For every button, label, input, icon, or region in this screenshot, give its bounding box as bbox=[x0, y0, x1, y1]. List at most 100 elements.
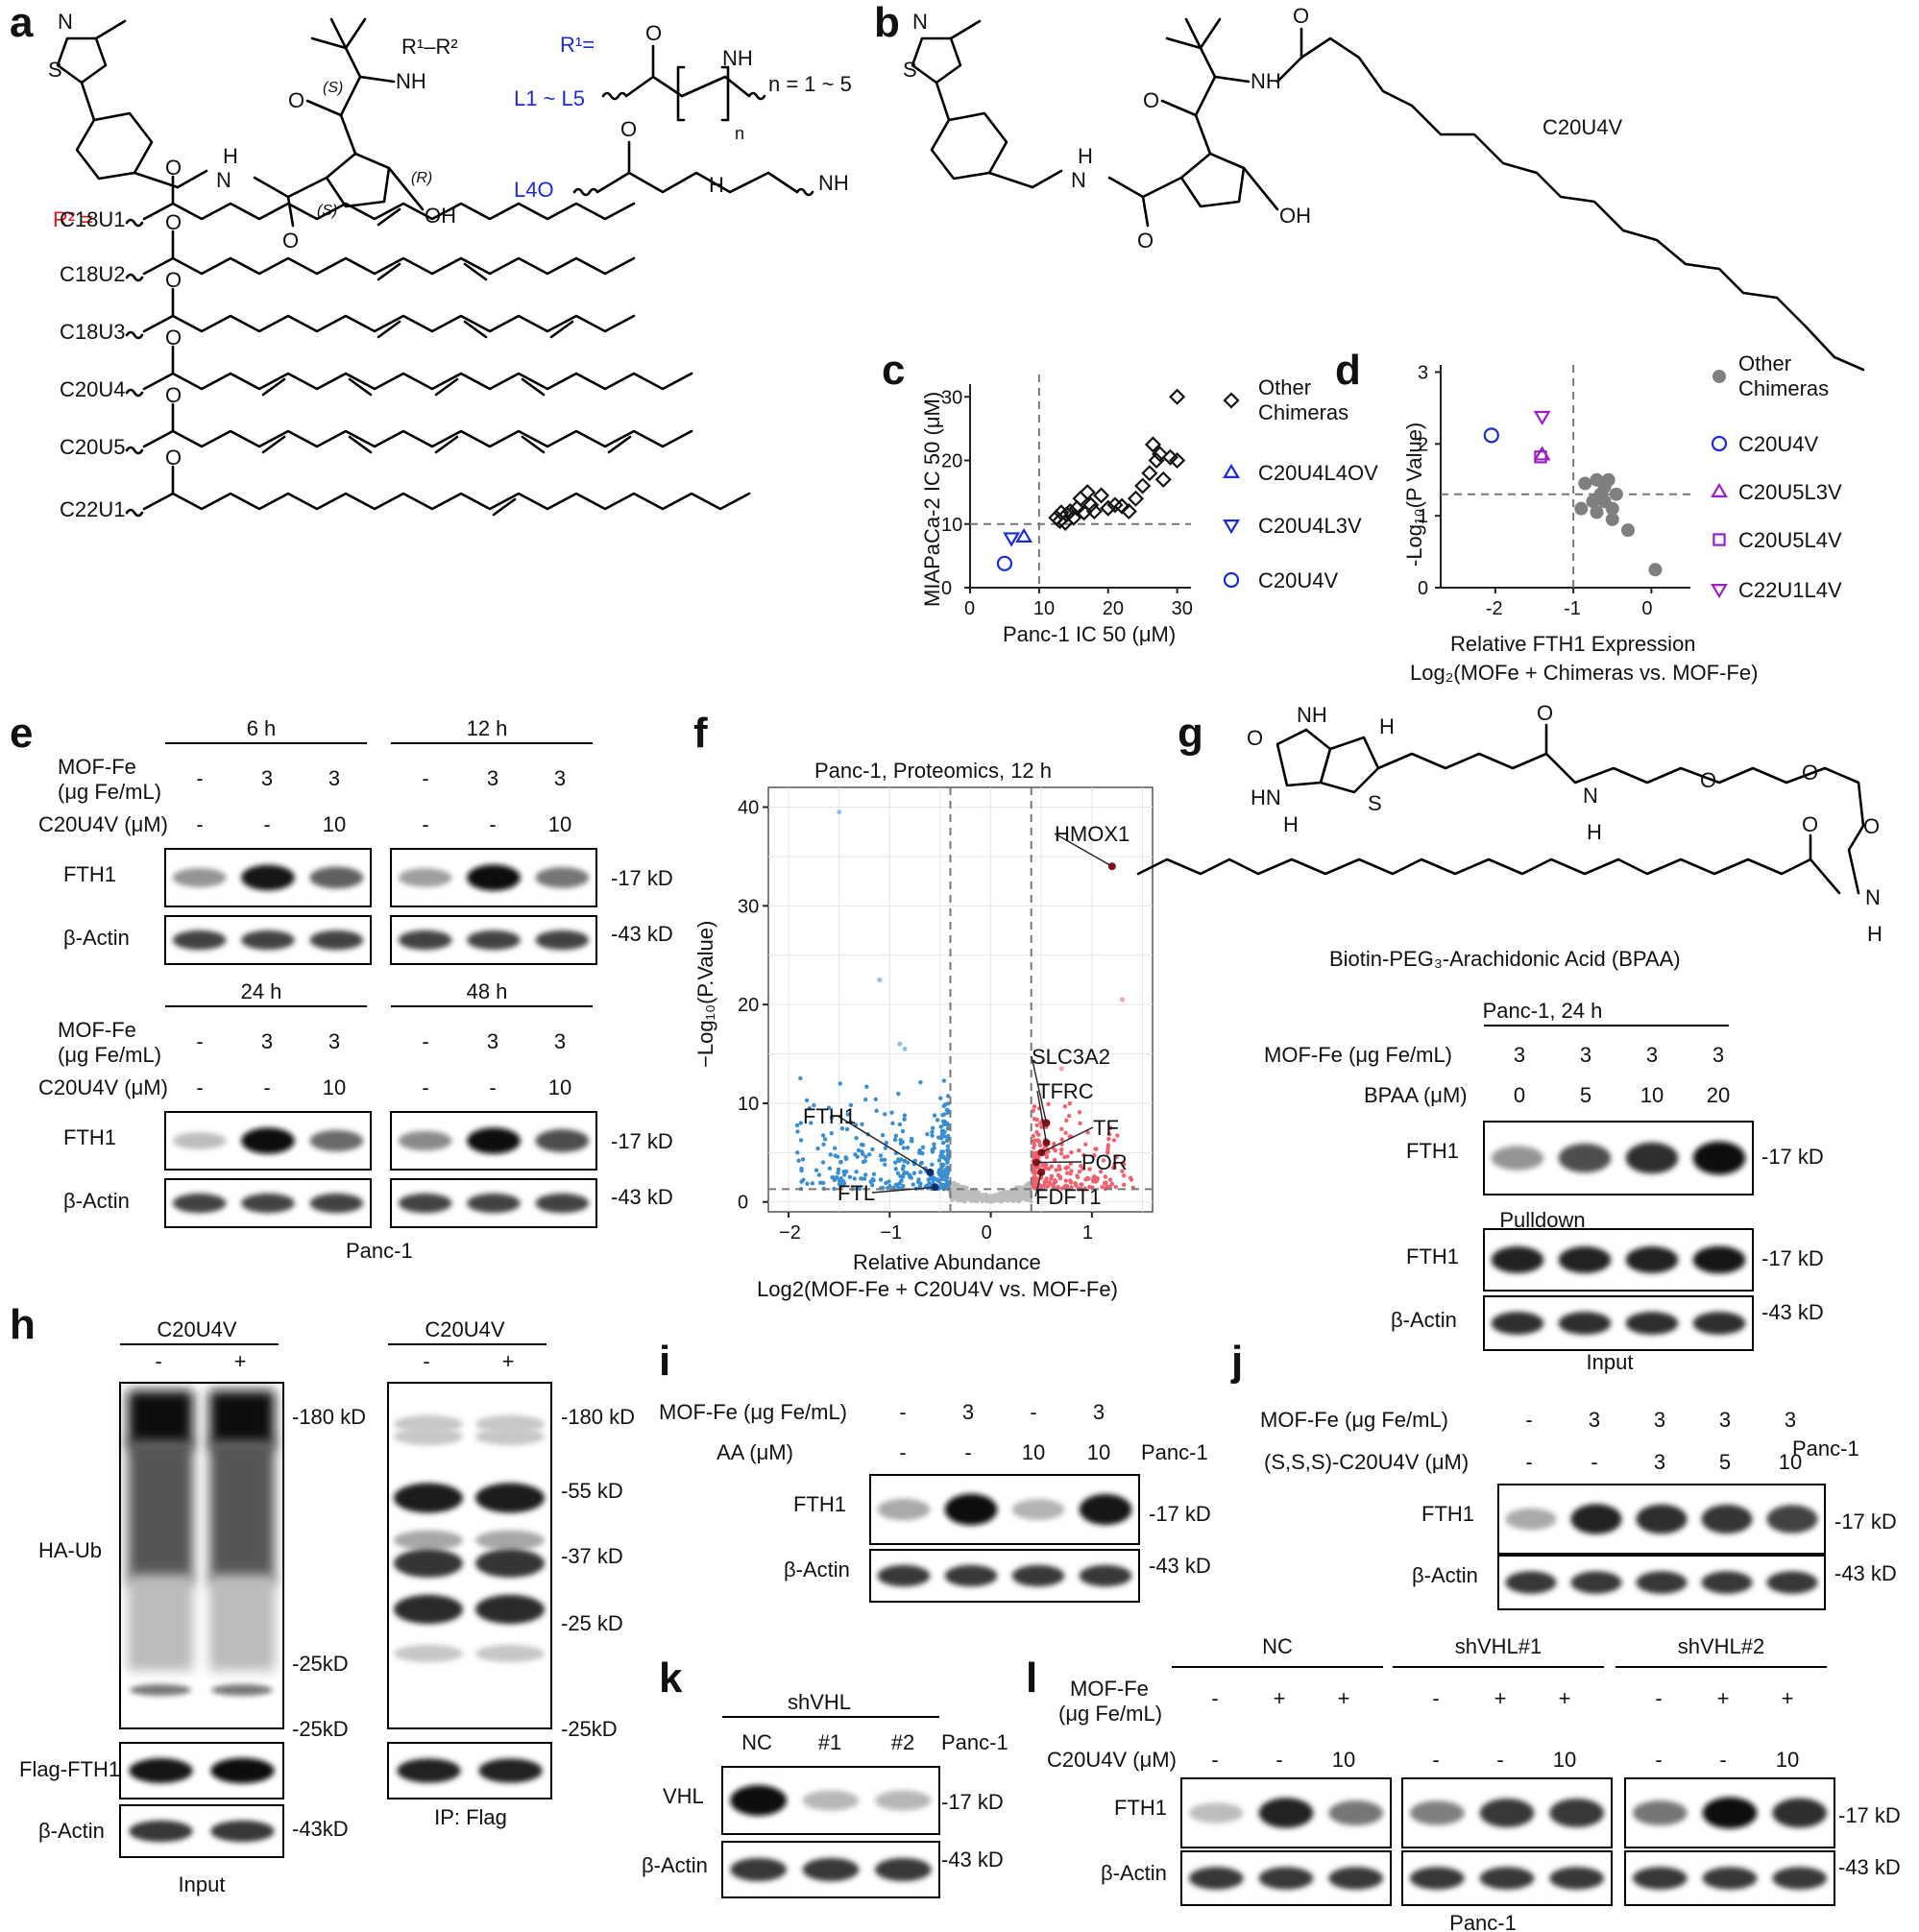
point-up bbox=[1092, 1153, 1097, 1158]
svg-text:N: N bbox=[912, 10, 928, 34]
acid-label-c22u1: C22U1 bbox=[60, 497, 125, 521]
x-tick-label: 0 bbox=[982, 1222, 992, 1244]
mof-value: - bbox=[422, 766, 428, 790]
point-down bbox=[878, 1153, 884, 1158]
band bbox=[475, 1427, 545, 1446]
y-tick-label: 10 bbox=[738, 1094, 759, 1115]
x-tick-label: 20 bbox=[1103, 598, 1124, 619]
c20-value: - bbox=[1719, 1748, 1726, 1772]
point-down bbox=[837, 1178, 842, 1183]
point-down bbox=[946, 1147, 951, 1153]
plot-area bbox=[767, 786, 1154, 1213]
point-up bbox=[1115, 1133, 1120, 1138]
b-atom-o2: O bbox=[1143, 88, 1159, 112]
c20-value: - bbox=[196, 1075, 203, 1099]
label-connector bbox=[1035, 1161, 1082, 1164]
point-down bbox=[818, 1180, 823, 1185]
mw-25b: -25kD bbox=[292, 1717, 349, 1741]
point-down bbox=[864, 1084, 869, 1089]
mof-value: 3 bbox=[1646, 1043, 1658, 1067]
smear-mid bbox=[209, 1440, 275, 1584]
point-ns bbox=[951, 1185, 956, 1190]
sss-value: - bbox=[1591, 1450, 1597, 1474]
point-down bbox=[930, 1147, 935, 1152]
band bbox=[1079, 1493, 1132, 1526]
label-connector bbox=[1034, 1171, 1042, 1197]
point-up bbox=[1064, 1171, 1070, 1175]
band bbox=[1702, 1797, 1758, 1829]
point-down bbox=[940, 1112, 945, 1118]
point-down bbox=[946, 1167, 951, 1172]
point-up bbox=[1031, 1133, 1035, 1139]
point-up bbox=[1079, 1164, 1083, 1169]
point-ns bbox=[960, 1190, 965, 1195]
point-down bbox=[826, 1105, 832, 1110]
panel-letter-a: a bbox=[10, 0, 34, 46]
thiophane-ring bbox=[1319, 736, 1380, 794]
wavy-bond bbox=[125, 218, 144, 228]
point-down bbox=[863, 1172, 868, 1177]
mof-value: 3 bbox=[1589, 1408, 1600, 1432]
mw-17: -17 kD bbox=[611, 1129, 673, 1153]
y-axis-label: -Log₁₀(P Value) bbox=[1402, 423, 1426, 567]
treatment-label: C20U4V bbox=[425, 1317, 504, 1341]
band bbox=[1258, 1867, 1314, 1890]
point-down bbox=[935, 1135, 941, 1140]
atom-o3: O bbox=[1700, 768, 1716, 792]
point-down bbox=[836, 1171, 840, 1175]
c20-value: - bbox=[1432, 1748, 1439, 1772]
band bbox=[394, 1530, 463, 1551]
c20-value: - bbox=[1655, 1748, 1662, 1772]
time-label: 12 h bbox=[467, 716, 508, 740]
group-label: NC bbox=[1262, 1634, 1293, 1658]
x-axis-label-2: Log₂(MOFe + Chimeras vs. MOF-Fe) bbox=[1410, 661, 1758, 685]
point-down bbox=[855, 1154, 860, 1159]
linker-l1-l5: L1 ~ L5 bbox=[514, 86, 585, 110]
atom-o2: O bbox=[1537, 701, 1553, 725]
label-connector bbox=[1054, 833, 1113, 867]
panel-letter-c: c bbox=[882, 347, 905, 394]
point-down bbox=[900, 1128, 906, 1134]
atom-o: O bbox=[1247, 726, 1263, 750]
x-tick-label: −2 bbox=[779, 1222, 801, 1244]
band bbox=[467, 930, 521, 951]
point-up bbox=[1063, 1178, 1069, 1183]
mof-value: 3 bbox=[328, 766, 340, 790]
band bbox=[1258, 1798, 1314, 1828]
mof-value: - bbox=[1211, 1686, 1218, 1710]
row-label-mof: MOF-Fe (μg Fe/mL) bbox=[1260, 1408, 1448, 1432]
band bbox=[398, 1130, 452, 1151]
mof-value: + bbox=[1494, 1686, 1507, 1710]
panel-letter-l: l bbox=[1026, 1654, 1037, 1702]
band bbox=[944, 1493, 998, 1526]
atom-o5: O bbox=[1863, 814, 1880, 838]
atom-n: N bbox=[58, 10, 73, 34]
double-bond bbox=[377, 262, 401, 281]
point-ns bbox=[1021, 1191, 1026, 1195]
y-tick-label: 0 bbox=[1418, 578, 1428, 599]
point-down bbox=[838, 1081, 842, 1086]
mw-25: -25kD bbox=[292, 1652, 349, 1676]
panel-h-ubiquitination: C20U4V-+C20U4V-+HA-Ub-180 kD-25kD-25kDFl… bbox=[19, 1317, 635, 1896]
x-tick-label: -2 bbox=[1486, 598, 1503, 619]
band bbox=[1570, 1571, 1622, 1594]
x-tick-label: 0 bbox=[1641, 598, 1652, 619]
double-bond bbox=[463, 320, 488, 339]
band bbox=[1702, 1867, 1758, 1890]
mof-value: - bbox=[1525, 1408, 1532, 1432]
point-down bbox=[820, 1160, 826, 1165]
point-up bbox=[1044, 1184, 1049, 1190]
mof-value: 3 bbox=[962, 1400, 974, 1424]
double-bond bbox=[463, 262, 488, 281]
point-down bbox=[859, 1142, 864, 1147]
treatment-value: - bbox=[155, 1349, 161, 1373]
point-down bbox=[919, 1160, 925, 1166]
point-other-chimeras bbox=[1601, 472, 1615, 487]
double-bond bbox=[607, 435, 632, 454]
point-outlier bbox=[877, 977, 883, 982]
point-down bbox=[940, 1119, 946, 1123]
label-connector bbox=[837, 1115, 931, 1173]
point-ns bbox=[949, 1197, 954, 1202]
arachidonic-chain bbox=[1136, 857, 1841, 895]
